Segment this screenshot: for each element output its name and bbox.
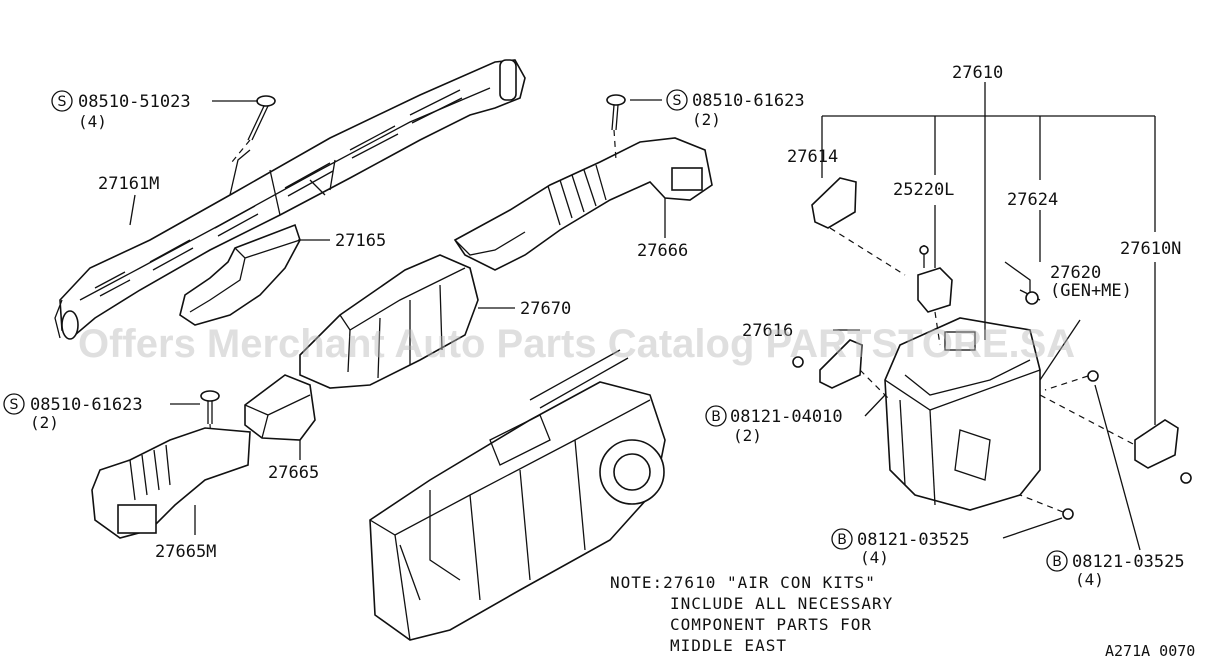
sensor-27624-drawing [1004, 261, 1041, 305]
svg-text:S: S [10, 397, 19, 413]
duct-27165-drawing [179, 223, 301, 326]
svg-text:B: B [711, 409, 721, 425]
label-27610N: 27610N [1120, 239, 1181, 259]
watermark-text: Offers Merchant Auto Parts Catalog PARTS… [78, 322, 1075, 366]
label-27165: 27165 [335, 231, 386, 251]
screw-top-middle-drawing [606, 94, 626, 161]
leader-lines [129, 82, 1156, 551]
qty-08121-03525-right: (4) [1075, 570, 1104, 589]
label-27665M: 27665M [155, 542, 216, 562]
label-08510-51023: 08510-51023 [78, 92, 191, 112]
label-27670: 27670 [520, 299, 571, 319]
screw-symbol-3: S [3, 393, 25, 415]
qty-08510-61623-top: (2) [692, 110, 721, 129]
label-25220L: 25220L [893, 180, 954, 200]
bracket-27610N-drawing [1039, 394, 1192, 484]
note-line-1: NOTE:27610 "AIR CON KITS" [610, 573, 876, 592]
duct-27670-drawing [299, 254, 479, 389]
heater-unit-drawing [369, 349, 666, 641]
screw-symbol-2: S [666, 89, 688, 111]
qty-08121-04010: (2) [733, 426, 762, 445]
bolt-symbol-2: B [831, 528, 853, 550]
bracket-27616-drawing [792, 339, 891, 401]
note-block: NOTE:27610 "AIR CON KITS" INCLUDE ALL NE… [610, 573, 893, 655]
label-27616: 27616 [742, 321, 793, 341]
label-08510-61623-top: 08510-61623 [692, 91, 805, 111]
bolt-symbol-1: B [705, 405, 727, 427]
label-27620: 27620 [1050, 263, 1101, 283]
label-27614: 27614 [787, 147, 838, 167]
svg-text:S: S [673, 93, 682, 109]
qty-08121-03525-mid: (4) [860, 548, 889, 567]
screw-left-drawing [200, 390, 220, 461]
label-27620-note: (GEN+ME) [1050, 281, 1132, 301]
label-27624: 27624 [1007, 190, 1058, 210]
note-line-2: INCLUDE ALL NECESSARY [670, 594, 893, 613]
bracket-27614-drawing [811, 177, 906, 276]
label-27610: 27610 [952, 63, 1003, 83]
label-08510-61623-left: 08510-61623 [30, 395, 143, 415]
qty-08510-61623-left: (2) [30, 413, 59, 432]
screw-top-left-drawing [231, 95, 276, 163]
label-27666: 27666 [637, 241, 688, 261]
duct-27666-drawing [453, 137, 713, 271]
note-line-3: COMPONENT PARTS FOR [670, 615, 872, 634]
qty-08510-51023: (4) [78, 112, 107, 131]
relay-25220L-drawing [917, 245, 953, 346]
duct-27665M-drawing [91, 427, 251, 539]
diagram-code: A271A 0070 [1105, 642, 1195, 660]
bolts-drawing [1019, 370, 1099, 520]
note-line-4: MIDDLE EAST [670, 636, 787, 655]
label-08121-03525-mid: 08121-03525 [857, 530, 970, 550]
screw-symbol-1: S [51, 90, 73, 112]
label-27161M: 27161M [98, 174, 159, 194]
svg-text:B: B [837, 532, 847, 548]
label-27665: 27665 [268, 463, 319, 483]
duct-27161M-drawing [54, 59, 526, 340]
label-08121-04010: 08121-04010 [730, 407, 843, 427]
label-08121-03525-right: 08121-03525 [1072, 552, 1185, 572]
svg-text:B: B [1052, 554, 1062, 570]
svg-text:S: S [58, 94, 67, 110]
bolt-symbol-3: B [1046, 550, 1068, 572]
duct-27665-drawing [244, 374, 316, 441]
